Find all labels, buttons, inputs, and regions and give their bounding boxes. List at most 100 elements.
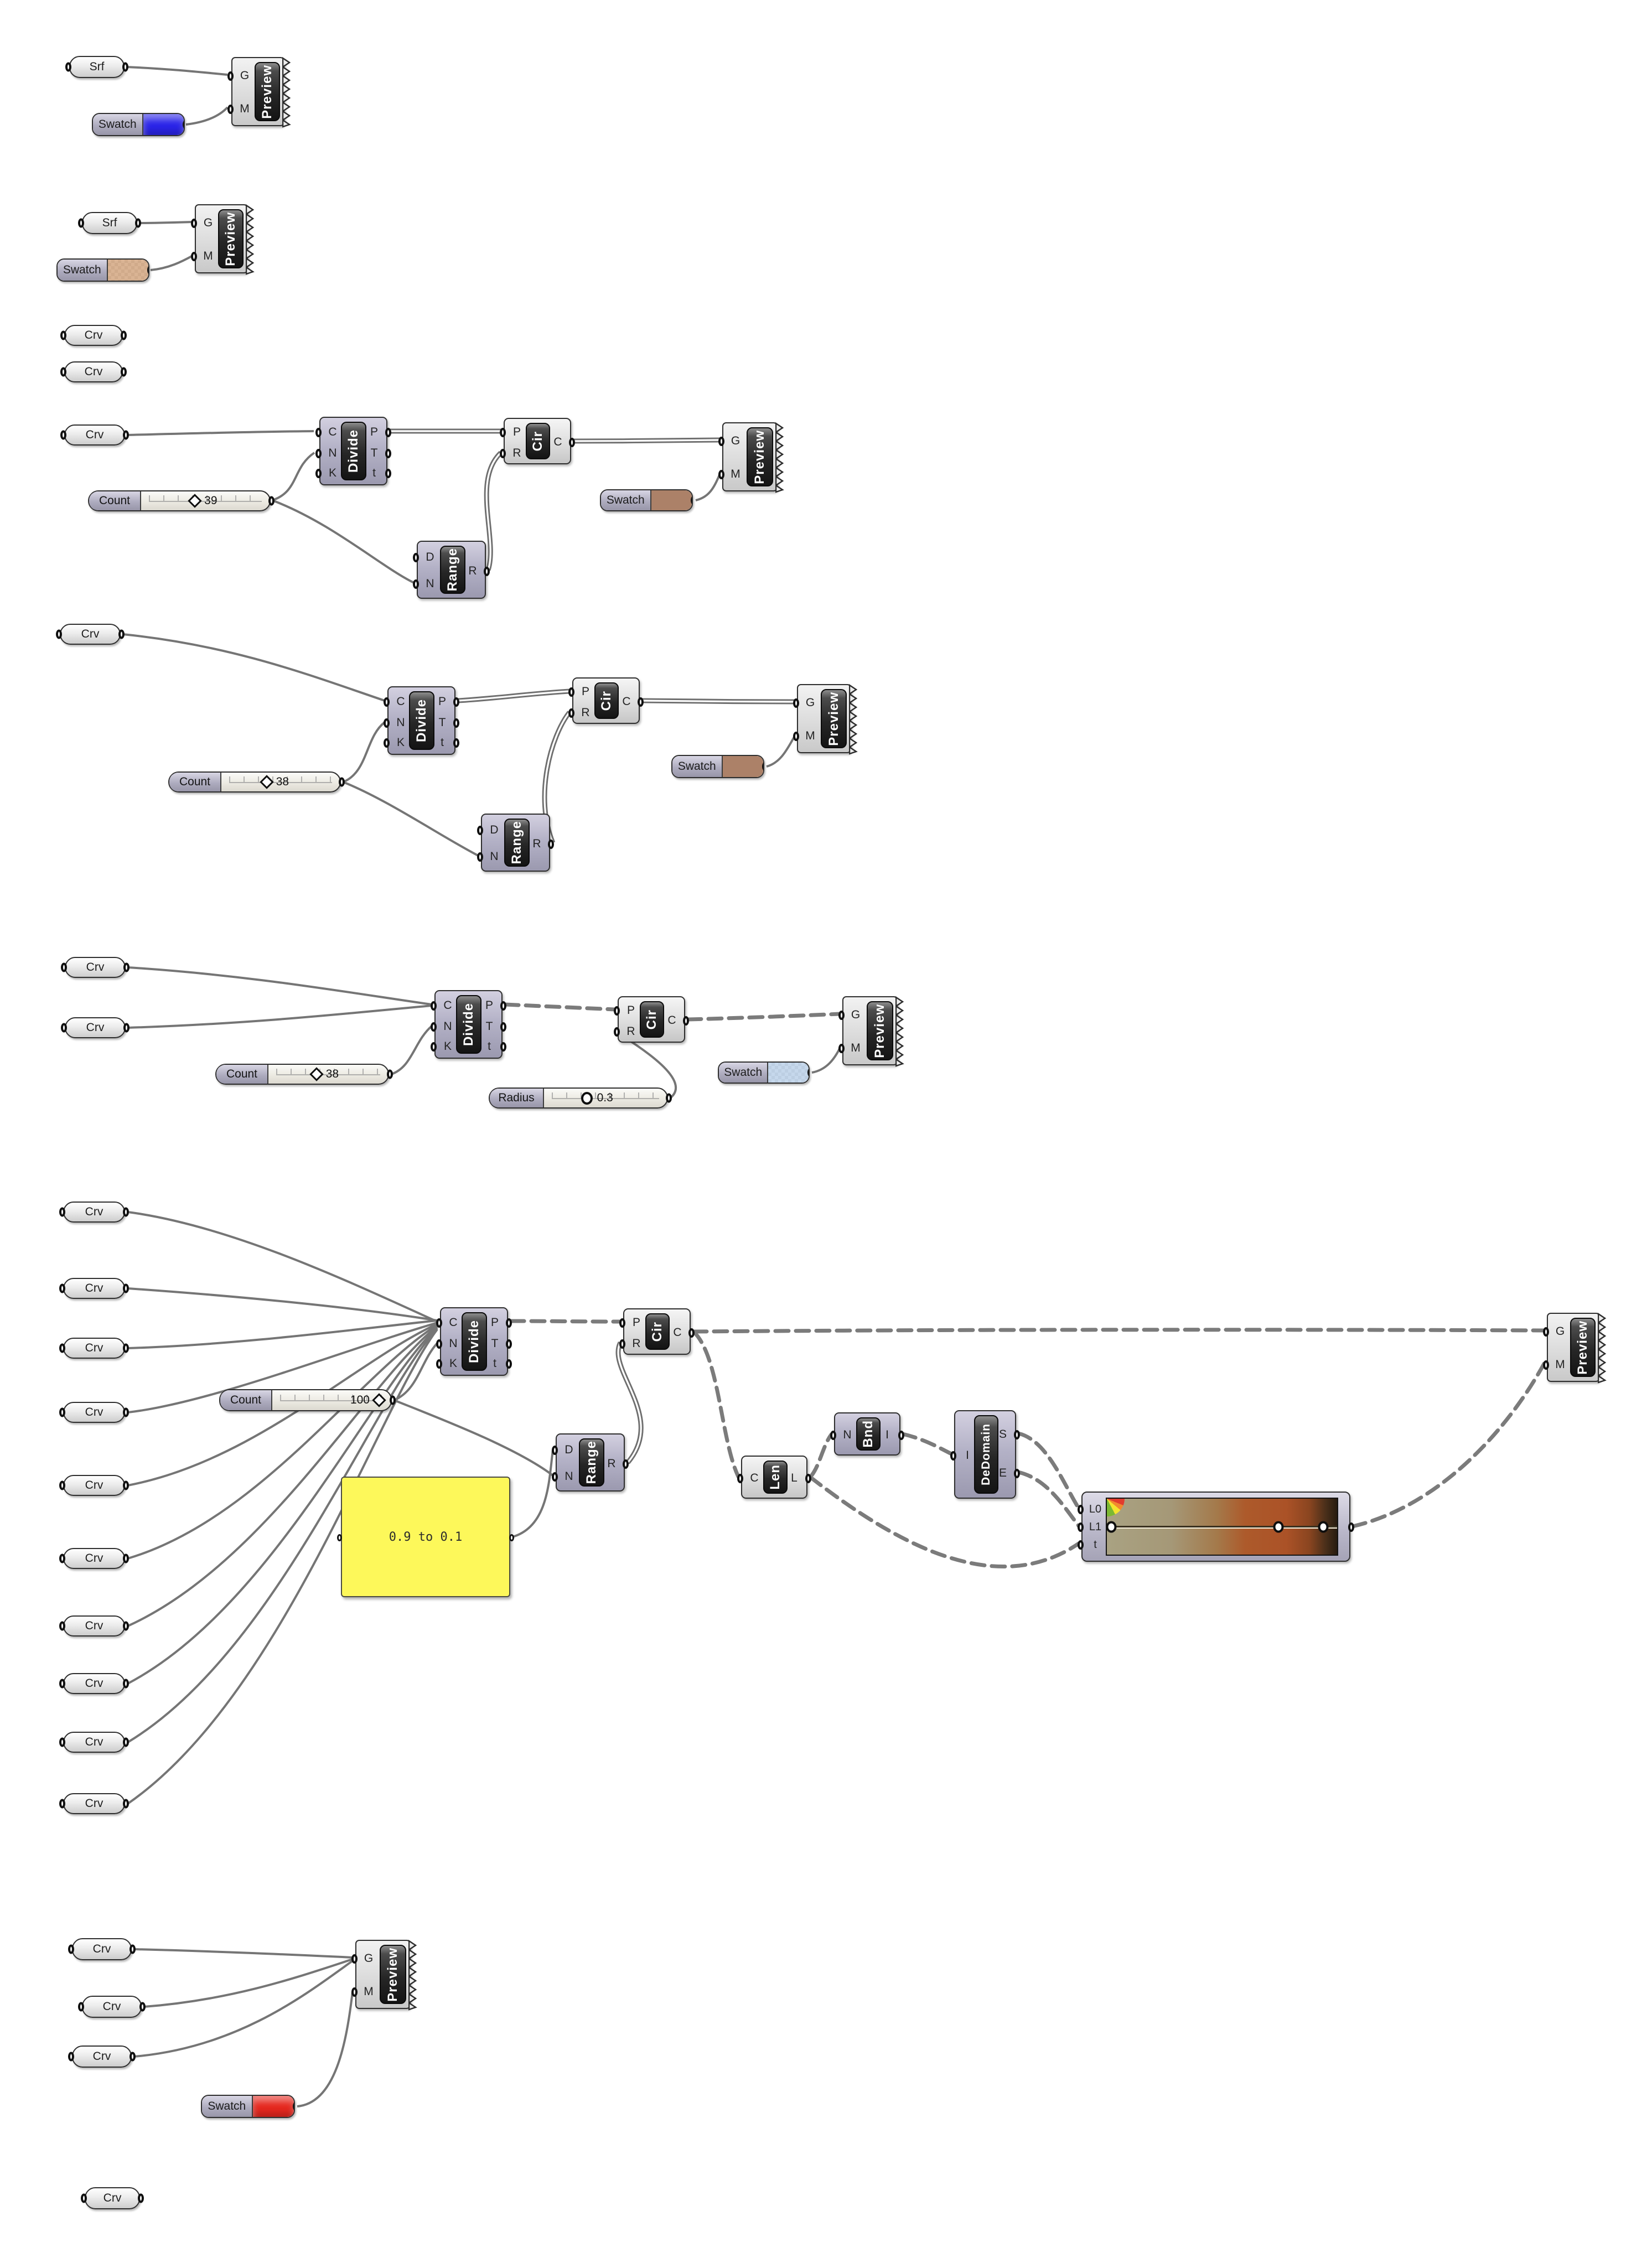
preview-component[interactable]: G M Preview <box>838 996 904 1067</box>
param-crv[interactable]: Crv <box>78 1996 146 2018</box>
output-port[interactable] <box>123 430 129 440</box>
swatch-node[interactable]: Swatch <box>201 2095 295 2118</box>
param-crv[interactable]: Crv <box>59 1673 129 1694</box>
output-port[interactable] <box>122 62 128 72</box>
input-port[interactable] <box>431 1022 437 1032</box>
input-port[interactable] <box>619 1339 625 1349</box>
input-port[interactable] <box>436 1318 442 1328</box>
input-port[interactable] <box>1078 1523 1084 1532</box>
swatch-color[interactable] <box>252 2096 294 2117</box>
circle-component[interactable]: P R Cir C <box>568 677 644 724</box>
param-crv[interactable]: Crv <box>59 1548 129 1569</box>
slider-knob[interactable] <box>372 1393 386 1407</box>
output-port[interactable] <box>123 1480 129 1490</box>
output-port[interactable] <box>135 218 141 228</box>
divide-component[interactable]: C N K Divide P T t <box>315 417 391 485</box>
output-port[interactable] <box>691 495 692 505</box>
radius-slider[interactable]: Radius 0.3 <box>489 1088 672 1109</box>
input-port[interactable] <box>59 1621 65 1631</box>
param-srf[interactable]: Srf <box>78 212 141 234</box>
output-port[interactable] <box>500 1042 506 1052</box>
input-port[interactable] <box>793 698 799 708</box>
length-component[interactable]: C Len L <box>737 1456 811 1499</box>
input-port[interactable] <box>59 1480 65 1490</box>
param-crv[interactable]: Crv <box>59 1615 129 1637</box>
param-crv[interactable]: Crv <box>59 1278 129 1299</box>
swatch-node[interactable]: Swatch <box>600 489 693 511</box>
output-port[interactable] <box>123 1407 129 1417</box>
gradient-component[interactable]: L0 L1 t <box>1078 1492 1354 1562</box>
input-port[interactable] <box>351 1954 358 1964</box>
param-crv[interactable]: Crv <box>68 2045 136 2068</box>
output-port[interactable] <box>1014 1430 1020 1439</box>
slider-track[interactable]: 100 <box>272 1390 391 1410</box>
param-crv[interactable]: Crv <box>59 1202 129 1223</box>
bounds-component[interactable]: N Bnd I <box>830 1412 904 1456</box>
input-port[interactable] <box>1543 1360 1549 1370</box>
slider-knob[interactable] <box>309 1067 324 1081</box>
range-component[interactable]: D N Range R <box>413 541 490 599</box>
input-port[interactable] <box>619 1318 625 1328</box>
divide-component[interactable]: C N K Divide P T t <box>384 686 459 755</box>
input-port[interactable] <box>59 1679 65 1689</box>
output-port[interactable] <box>638 697 644 707</box>
output-port[interactable] <box>293 2101 294 2111</box>
input-port[interactable] <box>1078 1540 1084 1550</box>
input-port[interactable] <box>477 852 483 862</box>
input-port[interactable] <box>337 1534 342 1541</box>
output-port[interactable] <box>138 2193 144 2203</box>
count-slider[interactable]: Count 38 <box>215 1064 393 1085</box>
swatch-node[interactable]: Swatch <box>56 258 149 282</box>
input-port[interactable] <box>614 1027 620 1037</box>
output-port[interactable] <box>123 1621 129 1631</box>
output-port[interactable] <box>121 367 127 377</box>
input-port[interactable] <box>431 1001 437 1011</box>
output-port[interactable] <box>898 1431 904 1440</box>
input-port[interactable] <box>431 1042 437 1052</box>
output-port[interactable] <box>123 1679 129 1689</box>
output-port[interactable] <box>807 1068 809 1078</box>
circle-component[interactable]: P R Cir C <box>500 418 575 464</box>
param-crv[interactable]: Crv <box>60 361 127 382</box>
input-port[interactable] <box>315 428 322 437</box>
input-port[interactable] <box>830 1431 836 1440</box>
input-port[interactable] <box>60 330 66 340</box>
param-crv[interactable]: Crv <box>81 2187 144 2209</box>
input-port[interactable] <box>60 430 66 440</box>
output-port[interactable] <box>385 449 391 458</box>
output-port[interactable] <box>121 330 127 340</box>
input-port[interactable] <box>552 1472 558 1482</box>
input-port[interactable] <box>737 1474 743 1483</box>
input-port[interactable] <box>315 449 322 458</box>
preview-component[interactable]: G M Preview <box>1543 1313 1607 1384</box>
count-slider[interactable]: Count 100 <box>219 1389 396 1411</box>
swatch-color[interactable] <box>651 490 692 510</box>
output-port[interactable] <box>147 265 148 275</box>
param-crv[interactable]: Crv <box>61 957 130 978</box>
divide-component[interactable]: C N K Divide P T t <box>431 990 506 1059</box>
output-port[interactable] <box>390 1395 396 1405</box>
input-port[interactable] <box>191 252 197 261</box>
output-port[interactable] <box>683 1016 689 1026</box>
input-port[interactable] <box>793 732 799 741</box>
input-port[interactable] <box>436 1339 442 1349</box>
output-port[interactable] <box>123 1737 129 1747</box>
param-crv[interactable]: Crv <box>59 1475 129 1496</box>
param-crv[interactable]: Crv <box>60 424 129 446</box>
output-port[interactable] <box>623 1459 629 1469</box>
param-srf[interactable]: Srf <box>65 56 128 78</box>
output-port[interactable] <box>1348 1523 1354 1532</box>
param-crv[interactable]: Crv <box>59 1402 129 1423</box>
output-port[interactable] <box>688 1328 695 1338</box>
output-port[interactable] <box>385 428 391 437</box>
preview-component[interactable]: G M Preview <box>793 684 858 755</box>
input-port[interactable] <box>81 2193 87 2203</box>
input-port[interactable] <box>60 367 66 377</box>
param-crv[interactable]: Crv <box>59 1793 129 1814</box>
output-port[interactable] <box>506 1318 512 1328</box>
swatch-node[interactable]: Swatch <box>671 755 764 778</box>
input-port[interactable] <box>59 1207 65 1217</box>
output-port[interactable] <box>339 777 345 787</box>
input-port[interactable] <box>191 219 197 228</box>
input-port[interactable] <box>351 1987 358 1997</box>
